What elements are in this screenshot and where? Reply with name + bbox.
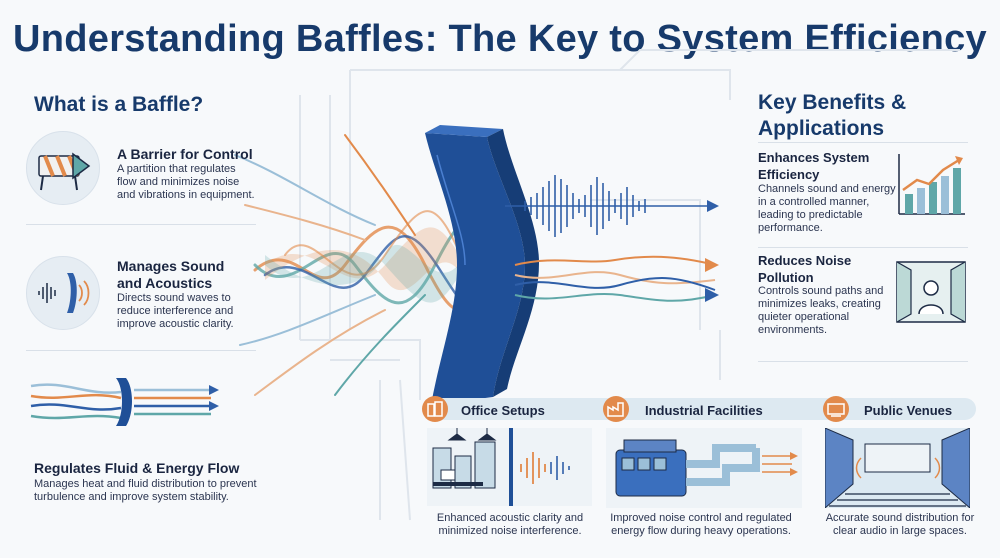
growth-chart-icon [898, 154, 965, 215]
benefit-description: Channels sound and energy in a controlle… [758, 183, 896, 234]
benefit-description: Controls sound paths and minimizes leaks… [758, 285, 884, 336]
what-is-baffle-heading: What is a Baffle? [34, 93, 204, 116]
factory-icon [603, 396, 629, 422]
feature-description: Manages heat and fluid distribution to p… [34, 478, 257, 503]
sound-wave-ribbon [265, 227, 465, 291]
sound-wave-ribbon [265, 244, 465, 303]
arrow-right-icon [705, 258, 719, 272]
feature-description: A partition that regulates flow and mini… [117, 163, 255, 201]
divider [26, 350, 256, 351]
output-flow-lines [514, 255, 716, 302]
application-label: Office Setups [461, 403, 545, 418]
feature-description: Directs sound waves to reduce interferen… [117, 292, 234, 330]
baffle-panel [425, 125, 539, 405]
venue-illustration [825, 428, 970, 508]
application-description: Improved noise control and regulated ene… [610, 512, 792, 537]
theater-icon [823, 396, 849, 422]
benefit-title: Enhances System Efficiency [758, 150, 870, 182]
office-icon [422, 396, 448, 422]
baffle-flow-illustration [234, 125, 719, 405]
quiet-room-icon [896, 261, 966, 323]
divider [758, 142, 968, 143]
application-description: Accurate sound distribution for clear au… [825, 512, 975, 537]
divider [758, 247, 968, 248]
feature-title: A Barrier for Control [117, 146, 253, 162]
feature-title: Regulates Fluid & Energy Flow [34, 460, 240, 476]
output-waveform [505, 175, 715, 237]
arrow-right-icon [707, 200, 719, 212]
page-title: Understanding Baffles: The Key to System… [13, 18, 987, 60]
arrow-right-icon [705, 288, 719, 302]
application-label: Industrial Facilities [645, 403, 763, 418]
benefit-title: Reduces Noise Pollution [758, 253, 852, 285]
barrier-arrow-icon [26, 131, 100, 205]
application-label: Public Venues [864, 403, 953, 418]
feature-title: Manages Sound and Acoustics [117, 258, 225, 291]
industrial-illustration [606, 428, 802, 508]
flow-baffle-icon [30, 378, 219, 426]
office-illustration [427, 428, 592, 506]
key-benefits-heading: Key Benefits & Applications [758, 91, 907, 140]
application-description: Enhanced acoustic clarity and minimized … [436, 512, 584, 537]
divider [758, 361, 968, 362]
sound-baffle-icon [26, 256, 100, 330]
divider [26, 224, 256, 225]
